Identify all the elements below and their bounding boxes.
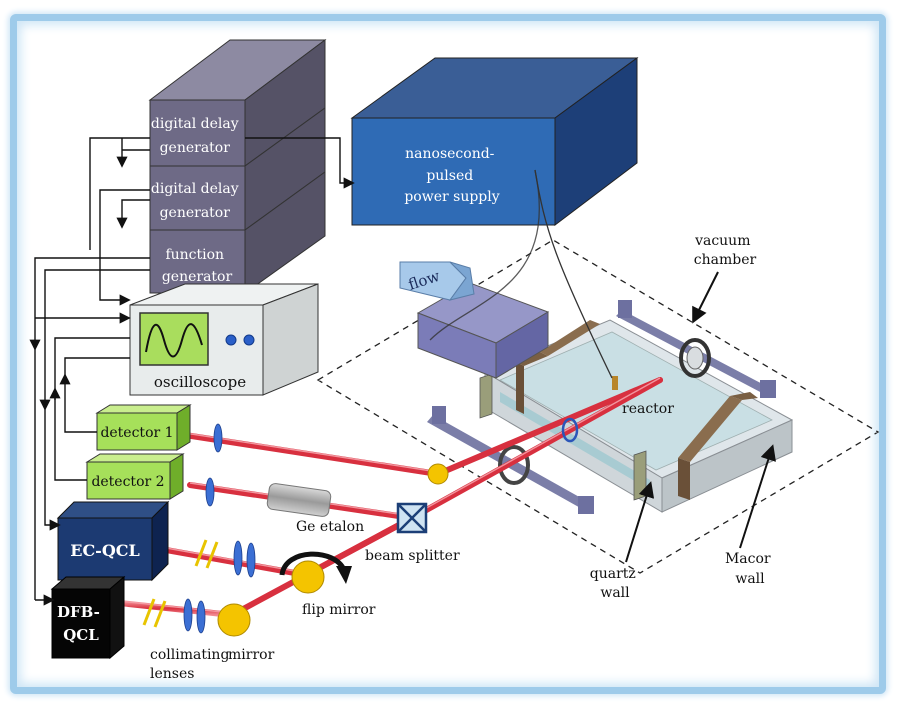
beam-splitter	[396, 502, 428, 534]
function-generator-box	[149, 171, 326, 294]
svg-text:nanosecond- pulsed pow: nanosecond- pulsed power supply	[404, 146, 499, 205]
ec-qcl-label: EC-QCL	[70, 541, 140, 560]
detector-1-box	[95, 404, 192, 451]
flow-arrow-icon	[399, 261, 475, 301]
detector-2-box	[85, 453, 185, 500]
delay1-line1: digital delay	[151, 116, 239, 132]
flip-mirror-label: flip mirror	[302, 602, 376, 618]
mirrors	[217, 417, 579, 637]
power-supply-box	[350, 57, 639, 227]
dfb-line2: QCL	[63, 626, 99, 644]
filters	[142, 539, 219, 628]
svg-text:quartz wall: quartz wall	[590, 566, 640, 601]
oscilloscope-label: oscilloscope	[154, 373, 246, 391]
collimating-line2: lenses	[150, 666, 194, 682]
collimating-line1: collimating	[150, 647, 229, 663]
signal-wiring	[29, 137, 355, 606]
dfb-qcl-box	[50, 575, 126, 660]
oscilloscope-device	[129, 283, 319, 396]
beam-splitter-label: beam splitter	[365, 548, 460, 564]
vacuum-line2: chamber	[694, 252, 757, 268]
delay1-line2: generator	[160, 140, 231, 156]
quartz-line1: quartz	[590, 566, 636, 582]
function-line2: generator	[162, 269, 233, 285]
reactor-assembly	[427, 300, 794, 514]
laser-beams	[107, 377, 663, 618]
leader-arrows	[625, 271, 776, 563]
power-line3: power supply	[404, 189, 499, 205]
dfb-line1: DFB-	[57, 603, 100, 621]
macor-line2: wall	[735, 571, 765, 587]
ge-etalon-label: Ge etalon	[296, 519, 364, 535]
svg-text:DFB- QCL: DFB- QCL	[57, 603, 105, 644]
delay-generator-1	[148, 39, 327, 167]
delay2-line1: digital delay	[151, 181, 239, 197]
quartz-line2: wall	[600, 585, 630, 601]
ec-qcl-box	[56, 500, 170, 582]
vacuum-chamber-outline	[316, 239, 880, 574]
vacuum-line1: vacuum	[694, 233, 750, 249]
delay2-line2: generator	[160, 205, 231, 221]
function-line1: function	[165, 247, 224, 263]
detector2-label: detector 2	[91, 474, 164, 490]
power-line1: nanosecond-	[405, 146, 495, 162]
flip-arrow-icon	[279, 551, 347, 576]
ge-etalon	[266, 483, 332, 517]
detector1-label: detector 1	[100, 425, 173, 441]
reactor-label: reactor	[622, 401, 674, 417]
power-line2: pulsed	[426, 168, 473, 184]
svg-text:collimating lenses: collimating lenses	[150, 647, 234, 682]
power-cables	[429, 169, 613, 379]
lenses	[183, 423, 256, 634]
svg-text:digital delay generator: digital delay generator digital delay ge…	[151, 116, 243, 285]
mirror-label: mirror	[228, 647, 275, 663]
svg-text:Macor wall: Macor wall	[725, 551, 775, 587]
svg-text:vacuum chamber: vacuum chamber	[694, 233, 757, 268]
macor-line1: Macor	[725, 551, 771, 567]
